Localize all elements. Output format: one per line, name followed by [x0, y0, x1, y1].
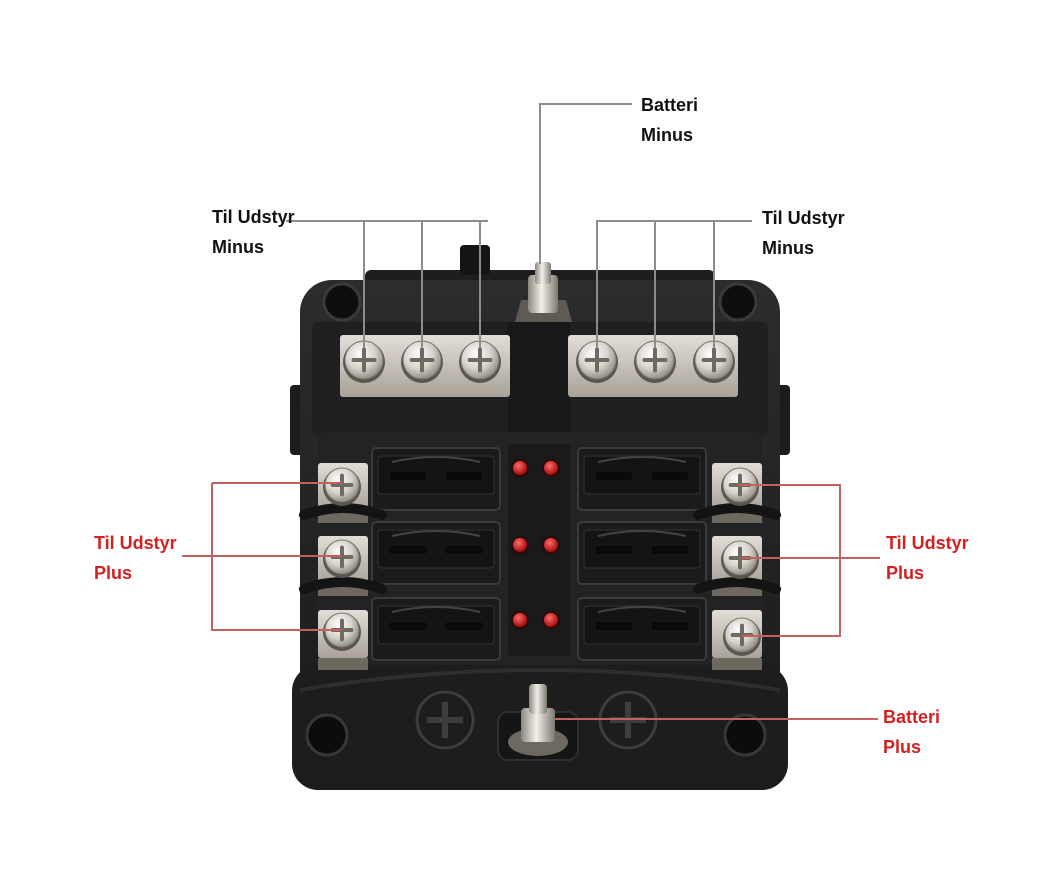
fuse-slot — [577, 521, 707, 585]
label-equipment-minus-left-line2: Minus — [212, 237, 264, 257]
label-battery-plus: Batteri Plus — [883, 702, 940, 762]
indicator-led — [542, 536, 560, 554]
terminal-rail — [693, 577, 781, 594]
indicator-led — [542, 459, 560, 477]
label-battery-minus-line2: Minus — [641, 125, 693, 145]
label-battery-plus-line1: Batteri — [883, 707, 941, 727]
terminal-rail — [299, 577, 387, 594]
negative-screw — [693, 340, 735, 383]
indicator-led — [511, 611, 529, 629]
terminal-rail — [299, 503, 387, 520]
indicator-led — [511, 536, 529, 554]
fuse-slot — [577, 597, 707, 661]
leader-equipment-plus-left — [182, 482, 342, 631]
label-equipment-plus-right: Til Udstyr Plus — [886, 528, 969, 588]
fuse-indicator-leds — [511, 459, 560, 629]
positive-screw — [323, 612, 361, 651]
leader-equipment-minus-left — [286, 220, 488, 348]
indicator-led — [511, 459, 529, 477]
label-equipment-minus-right: Til Udstyr Minus — [762, 203, 845, 263]
leader-equipment-plus-right — [738, 484, 880, 637]
fuse-slots — [371, 447, 707, 661]
label-equipment-plus-left-line2: Plus — [94, 563, 133, 583]
leader-battery-minus — [539, 103, 632, 264]
fuse-slot — [577, 447, 707, 511]
fuse-slot — [371, 597, 501, 661]
label-equipment-minus-left-line1: Til Udstyr — [212, 207, 295, 227]
label-battery-plus-line2: Plus — [883, 737, 922, 757]
leader-lines — [182, 103, 880, 720]
battery-minus-stud — [515, 262, 572, 322]
positive-screw — [721, 467, 759, 506]
negative-screw — [459, 340, 501, 383]
label-equipment-plus-right-line1: Til Udstyr — [886, 533, 969, 553]
label-equipment-plus-right-line2: Plus — [886, 563, 925, 583]
label-equipment-minus-right-line2: Minus — [762, 238, 814, 258]
leader-equipment-minus-right — [596, 220, 752, 348]
label-equipment-minus-left: Til Udstyr Minus — [212, 202, 295, 262]
positive-side-terminals — [299, 463, 781, 670]
negative-screw — [634, 340, 676, 383]
terminal-rail — [693, 503, 781, 520]
label-equipment-plus-left-line1: Til Udstyr — [94, 533, 177, 553]
label-equipment-plus-left: Til Udstyr Plus — [94, 528, 177, 588]
label-battery-minus-line1: Batteri — [641, 95, 699, 115]
indicator-led — [542, 611, 560, 629]
negative-screw — [343, 340, 385, 383]
label-battery-minus: Batteri Minus — [641, 90, 698, 150]
positive-screw — [323, 539, 361, 578]
negative-screw — [401, 340, 443, 383]
battery-plus-stud — [497, 684, 579, 761]
positive-screw — [323, 467, 361, 506]
label-equipment-minus-right-line1: Til Udstyr — [762, 208, 845, 228]
negative-screw — [576, 340, 618, 383]
negative-terminal-screws — [343, 340, 735, 383]
fuse-slot — [371, 521, 501, 585]
positive-screw — [721, 540, 759, 579]
fuse-slot — [371, 447, 501, 511]
